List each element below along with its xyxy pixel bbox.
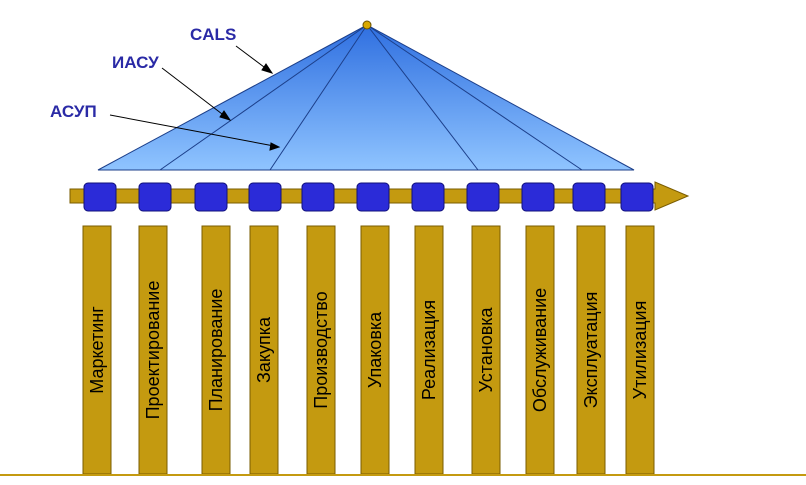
pointer-iasu (161, 67, 227, 118)
label-cals: CALS (190, 25, 236, 44)
stage-label-planning: Планирование (206, 289, 226, 412)
pointer-iasu-head (219, 110, 232, 121)
stage-column (201, 225, 231, 475)
roof-triangle (97, 24, 635, 171)
stage-column (471, 225, 501, 475)
stage-label-procurement: Закупка (254, 316, 274, 383)
stage-label-disposal: Утилизация (630, 301, 650, 400)
stage-column (414, 225, 444, 475)
stage-column (138, 225, 168, 475)
pointer-cals (235, 45, 269, 71)
arrow-node (356, 182, 390, 212)
stage-labels: Маркетинг Проектирование Планирование За… (87, 281, 650, 420)
label-iasu: ИАСУ (112, 53, 159, 72)
stage-columns (82, 225, 655, 475)
pointer-asup-head (269, 142, 281, 151)
stage-label-packaging: Упаковка (365, 311, 385, 388)
stage-label-installation: Установка (476, 306, 496, 392)
arrow-node (83, 182, 117, 212)
stage-label-design: Проектирование (143, 281, 163, 420)
roof-ray (366, 24, 583, 171)
arrow-node (572, 182, 606, 212)
roof-ray (159, 24, 368, 171)
stage-label-marketing: Маркетинг (87, 306, 107, 394)
pointer-cals-head (261, 63, 274, 74)
arrow-node (138, 182, 172, 212)
roof-ray (366, 24, 479, 171)
stage-label-sales: Реализация (419, 300, 439, 400)
stage-column (306, 225, 336, 475)
stage-column (360, 225, 390, 475)
stage-column (249, 225, 279, 475)
roof-rays (159, 24, 583, 171)
arrow-node (194, 182, 228, 212)
label-asup: АСУП (50, 102, 97, 121)
arrow-nodes (83, 182, 654, 212)
stage-label-production: Производство (311, 291, 331, 408)
label-pointers (109, 45, 281, 151)
arrow-node (411, 182, 445, 212)
stage-column (525, 225, 555, 475)
stage-column (576, 225, 606, 475)
stage-column (625, 225, 655, 475)
pointer-asup (109, 114, 275, 147)
arrow-node (466, 182, 500, 212)
arrow-node (620, 182, 654, 212)
stage-label-operation: Эксплуатация (581, 292, 601, 409)
roof-apex-dot (362, 20, 372, 30)
stage-label-maintenance: Обслуживание (530, 288, 550, 412)
stage-column (82, 225, 112, 475)
roof-ray (269, 24, 368, 171)
arrow-node (521, 182, 555, 212)
arrow-node (301, 182, 335, 212)
arrow-node (248, 182, 282, 212)
